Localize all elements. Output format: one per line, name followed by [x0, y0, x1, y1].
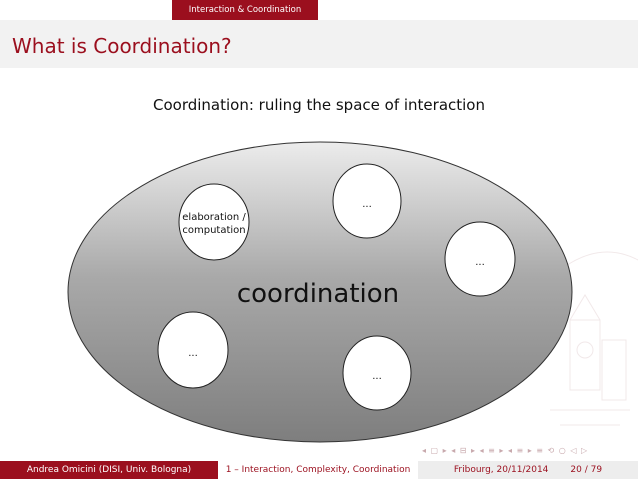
node-bottom: ...: [342, 335, 412, 411]
page-number: 20 / 79: [570, 465, 603, 475]
slide-subtitle: Coordination: ruling the space of intera…: [153, 96, 485, 114]
node-bottom-left: ...: [157, 311, 229, 389]
node-top: ...: [332, 163, 402, 239]
frame-title: What is Coordination?: [12, 34, 232, 58]
node-label: ...: [362, 199, 372, 210]
node-label: ...: [188, 348, 198, 359]
section-nav[interactable]: Interaction & Coordination: [172, 0, 318, 20]
coordination-label: coordination: [237, 279, 399, 309]
node-label: ...: [475, 257, 485, 268]
node-label-line2: computation: [182, 225, 245, 236]
node-label: ...: [372, 371, 382, 382]
node-right: ...: [444, 221, 516, 297]
frame-title-bar: [0, 20, 638, 68]
footer-right: Fribourg, 20/11/2014 20 / 79: [418, 461, 638, 479]
beamer-navigation-symbols[interactable]: ◂ ▢ ▸ ◂ ⊟ ▸ ◂ ≡ ▸ ◂ ≡ ▸ ≡ ⟲ ○ ◁ ▷: [422, 446, 589, 455]
footer-author: Andrea Omicini (DISI, Univ. Bologna): [0, 461, 218, 479]
footer: Andrea Omicini (DISI, Univ. Bologna) 1 –…: [0, 461, 638, 479]
footer-lecture: 1 – Interaction, Complexity, Coordinatio…: [218, 461, 418, 479]
university-seal-watermark: [550, 251, 638, 426]
footer-place-date: Fribourg, 20/11/2014: [453, 465, 549, 475]
node-elaboration: elaboration / computation: [178, 183, 250, 261]
header-bar: Interaction & Coordination: [0, 0, 638, 20]
node-label-line1: elaboration /: [182, 212, 246, 223]
